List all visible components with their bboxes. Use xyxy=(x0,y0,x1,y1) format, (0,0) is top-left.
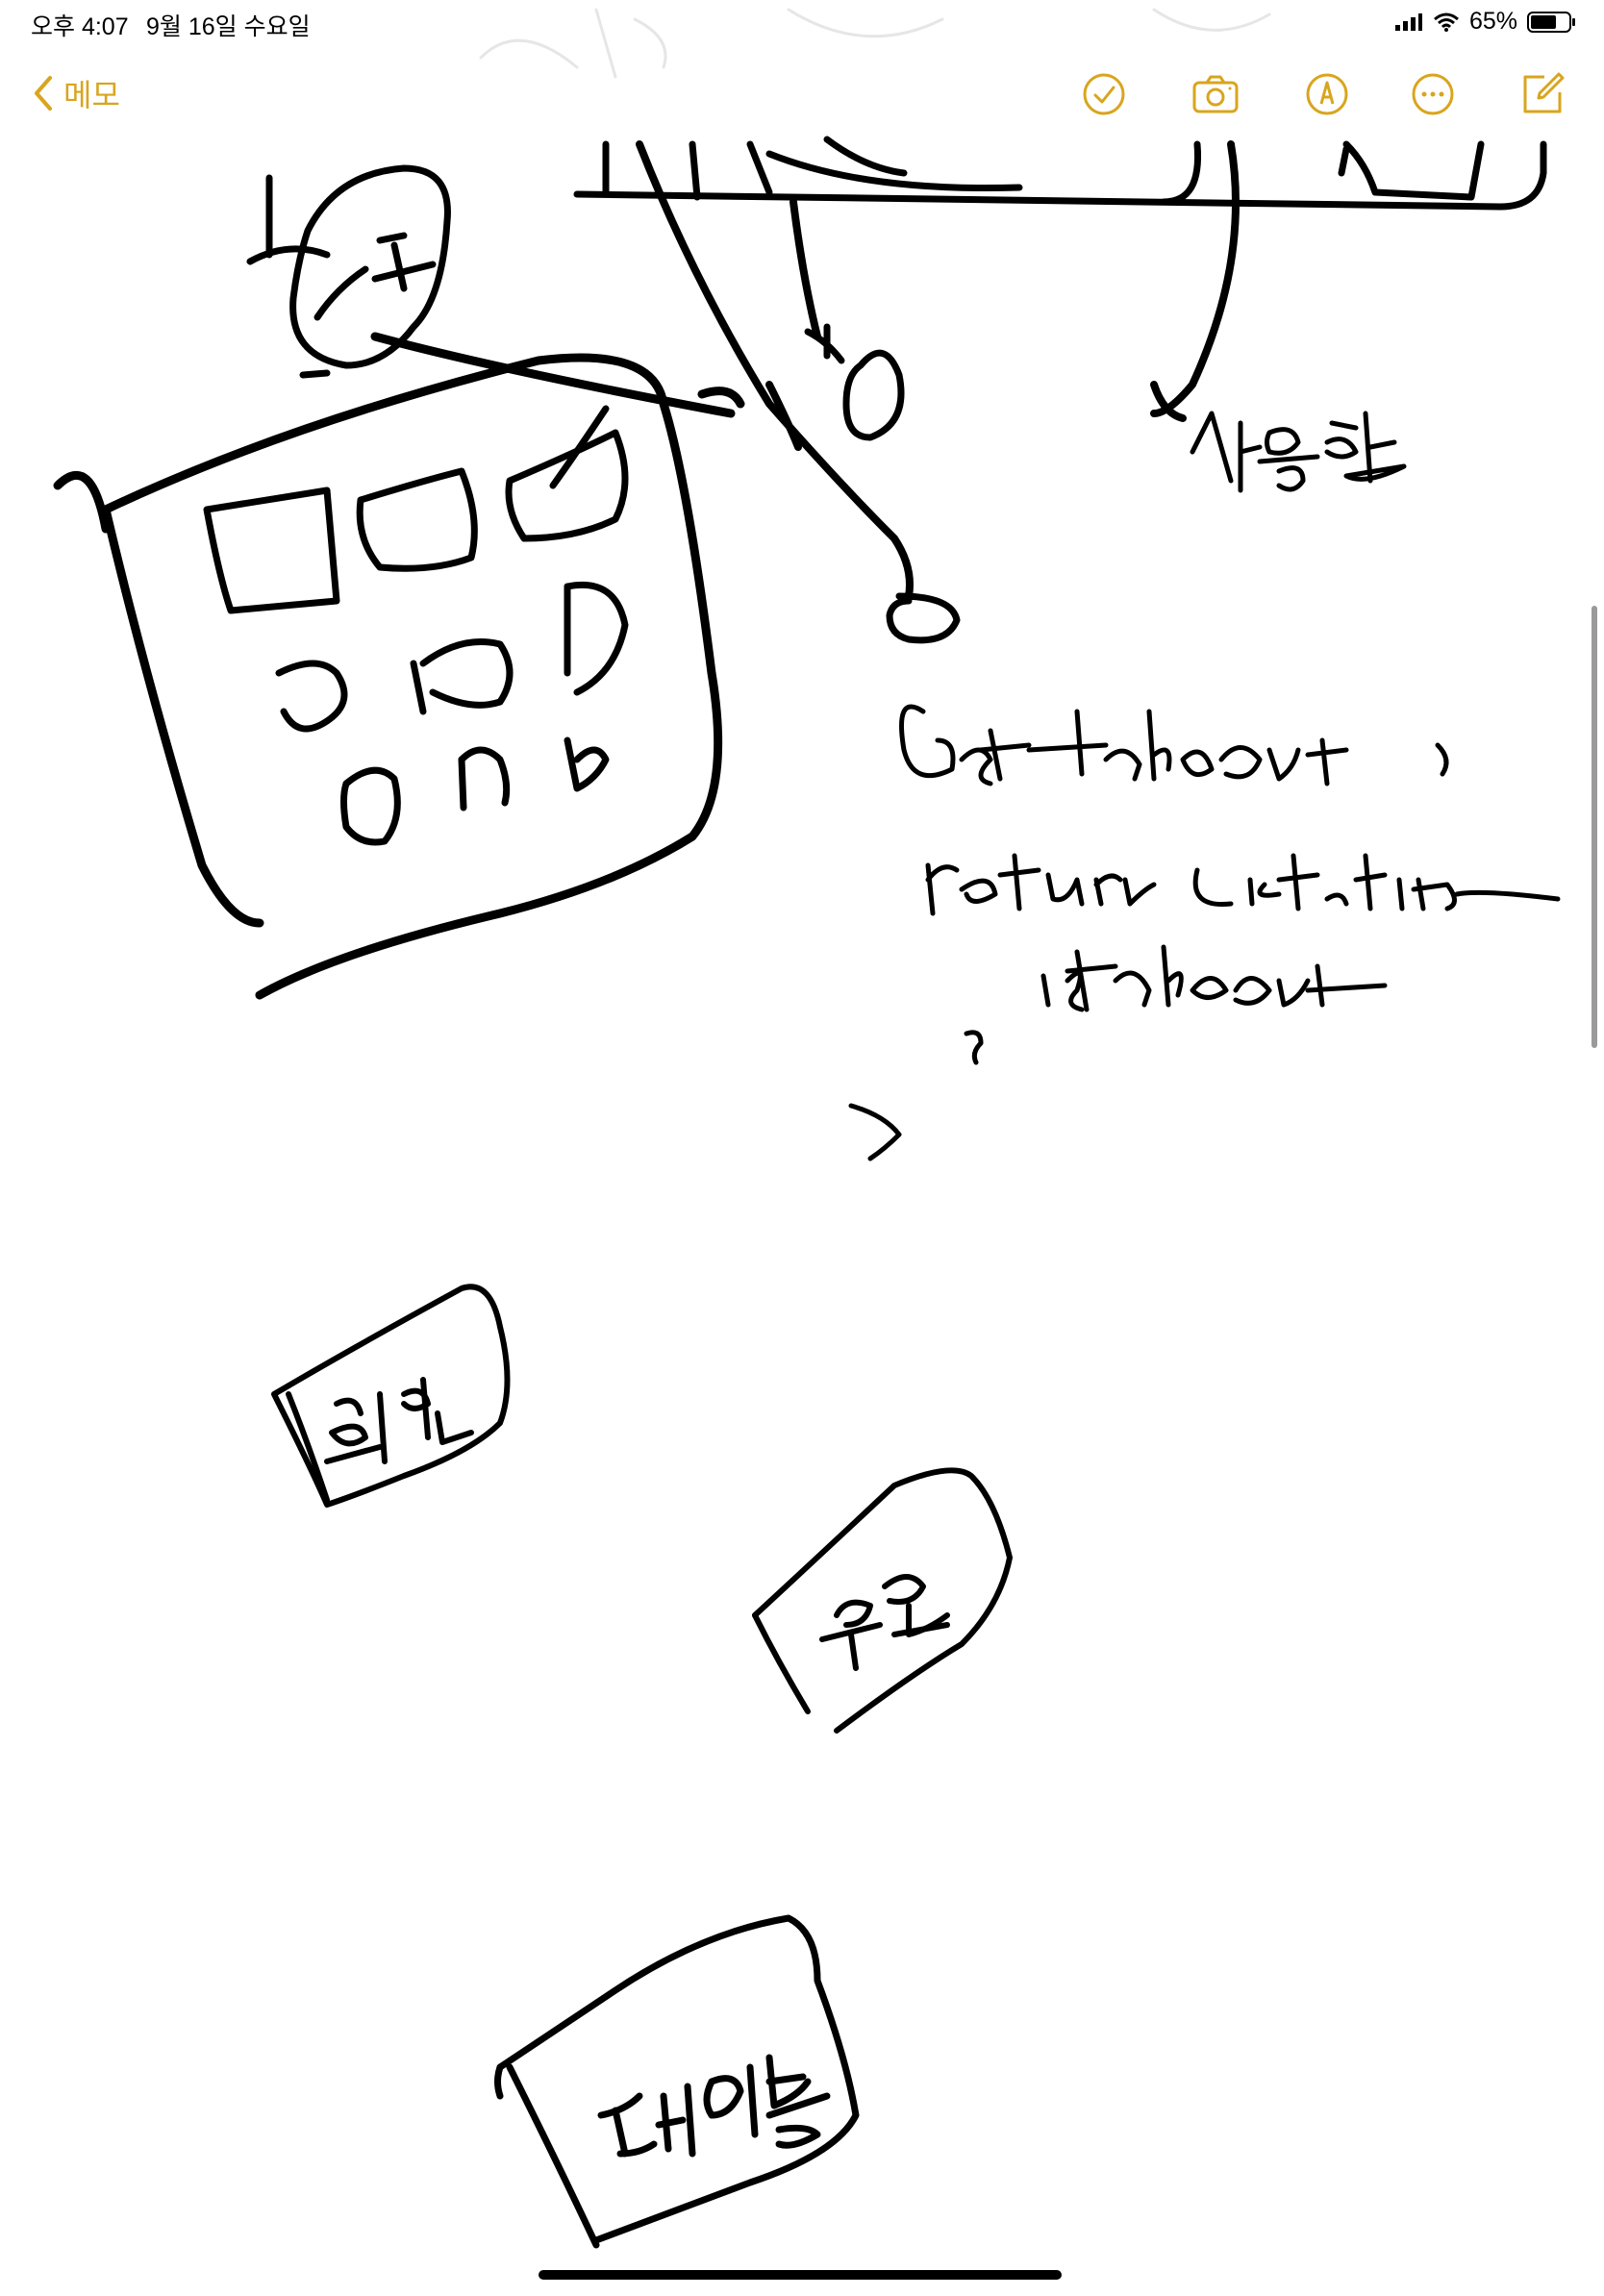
misc-marks xyxy=(848,1030,984,1161)
more-icon[interactable] xyxy=(1406,67,1460,121)
return-list-handwriting xyxy=(925,853,1561,916)
status-indicators: 65% xyxy=(1394,8,1577,36)
battery-icon xyxy=(1527,11,1575,33)
camera-icon[interactable] xyxy=(1189,67,1242,121)
status-time: 오후 4:07 xyxy=(31,13,129,40)
back-button[interactable]: 메모 xyxy=(33,71,120,115)
top-structure-sketch xyxy=(573,136,1547,211)
battery-percent: 65% xyxy=(1468,8,1517,35)
device-box-sketch xyxy=(53,332,745,1000)
chevron-left-icon xyxy=(35,76,52,111)
member-box-sketch xyxy=(271,1284,511,1508)
home-indicator[interactable] xyxy=(539,2270,1062,2280)
vertical-scrollbar[interactable] xyxy=(1591,606,1597,1048)
compose-icon[interactable] xyxy=(1516,67,1569,121)
unused-label-handwriting xyxy=(1190,411,1407,493)
wifi-icon xyxy=(1433,12,1459,32)
markup-pen-icon[interactable] xyxy=(1300,67,1354,121)
status-bar: 오후 4:07 9월 16일 수요일 65% xyxy=(0,0,1604,46)
get-takeouts-handwriting xyxy=(899,704,1449,786)
checklist-icon[interactable] xyxy=(1077,67,1131,121)
faded-strokes xyxy=(479,8,1271,79)
cellular-signal-icon xyxy=(1394,12,1422,31)
status-date: 9월 16일 수요일 xyxy=(146,13,311,40)
back-label: 메모 xyxy=(63,78,120,112)
table-box-sketch xyxy=(494,1914,860,2249)
order-box-sketch xyxy=(752,1467,1013,1734)
istakeout-handwriting xyxy=(1040,944,1388,1012)
head-sketch xyxy=(246,164,451,379)
note-toolbar: 메모 xyxy=(0,54,1604,137)
app-grid-sketch xyxy=(203,405,629,846)
connector-lines xyxy=(636,140,1240,600)
node-circles xyxy=(804,323,961,644)
